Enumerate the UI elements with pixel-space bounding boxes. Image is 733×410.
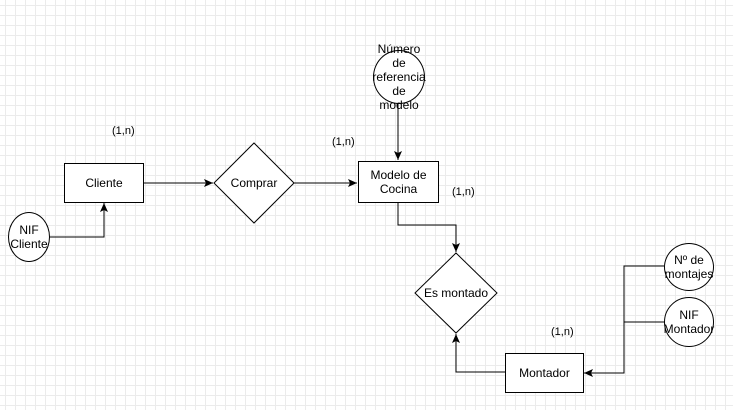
- cardinality-cliente: (1,n): [112, 125, 135, 137]
- attribute-nif-cliente-label: NIF Cliente: [10, 223, 48, 251]
- entity-modelo-de-cocina[interactable]: Modelo de Cocina: [358, 161, 439, 203]
- attribute-nif-montador[interactable]: NIF Montador: [664, 297, 714, 347]
- edge-nif-cliente-cliente: [49, 203, 108, 238]
- attribute-n-montajes-label: Nº de montajes: [664, 253, 714, 281]
- relationship-comprar-shape[interactable]: [213, 142, 295, 224]
- entity-montador-label: Montador: [519, 366, 570, 380]
- relationship-comprar-label: Comprar: [230, 176, 278, 190]
- entity-montador[interactable]: Montador: [505, 353, 584, 393]
- cardinality-montador: (1,n): [551, 326, 574, 338]
- attribute-nif-montador-label: NIF Montador: [663, 308, 715, 336]
- entity-modelo-label: Modelo de Cocina: [370, 168, 427, 196]
- relationship-es-montado-label: Es montado: [423, 286, 489, 300]
- attribute-numero-referencia[interactable]: Número de referencia de modelo: [372, 42, 425, 112]
- attribute-nif-cliente[interactable]: NIF Cliente: [8, 212, 50, 262]
- attribute-n-montajes[interactable]: Nº de montajes: [664, 243, 714, 291]
- cardinality-modelo-es-montado: (1,n): [452, 186, 475, 198]
- edge-modelo-es-montado: [397, 203, 460, 252]
- edge-n-montajes-montador: [584, 265, 664, 377]
- entity-cliente[interactable]: Cliente: [64, 163, 144, 203]
- entity-cliente-label: Cliente: [85, 176, 123, 190]
- cardinality-comprar-modelo: (1,n): [332, 136, 355, 148]
- attribute-numero-referencia-label: Número de referencia de modelo: [372, 42, 426, 112]
- edge-montador-es-montado: [452, 334, 505, 373]
- relationship-es-montado-shape[interactable]: [414, 252, 498, 334]
